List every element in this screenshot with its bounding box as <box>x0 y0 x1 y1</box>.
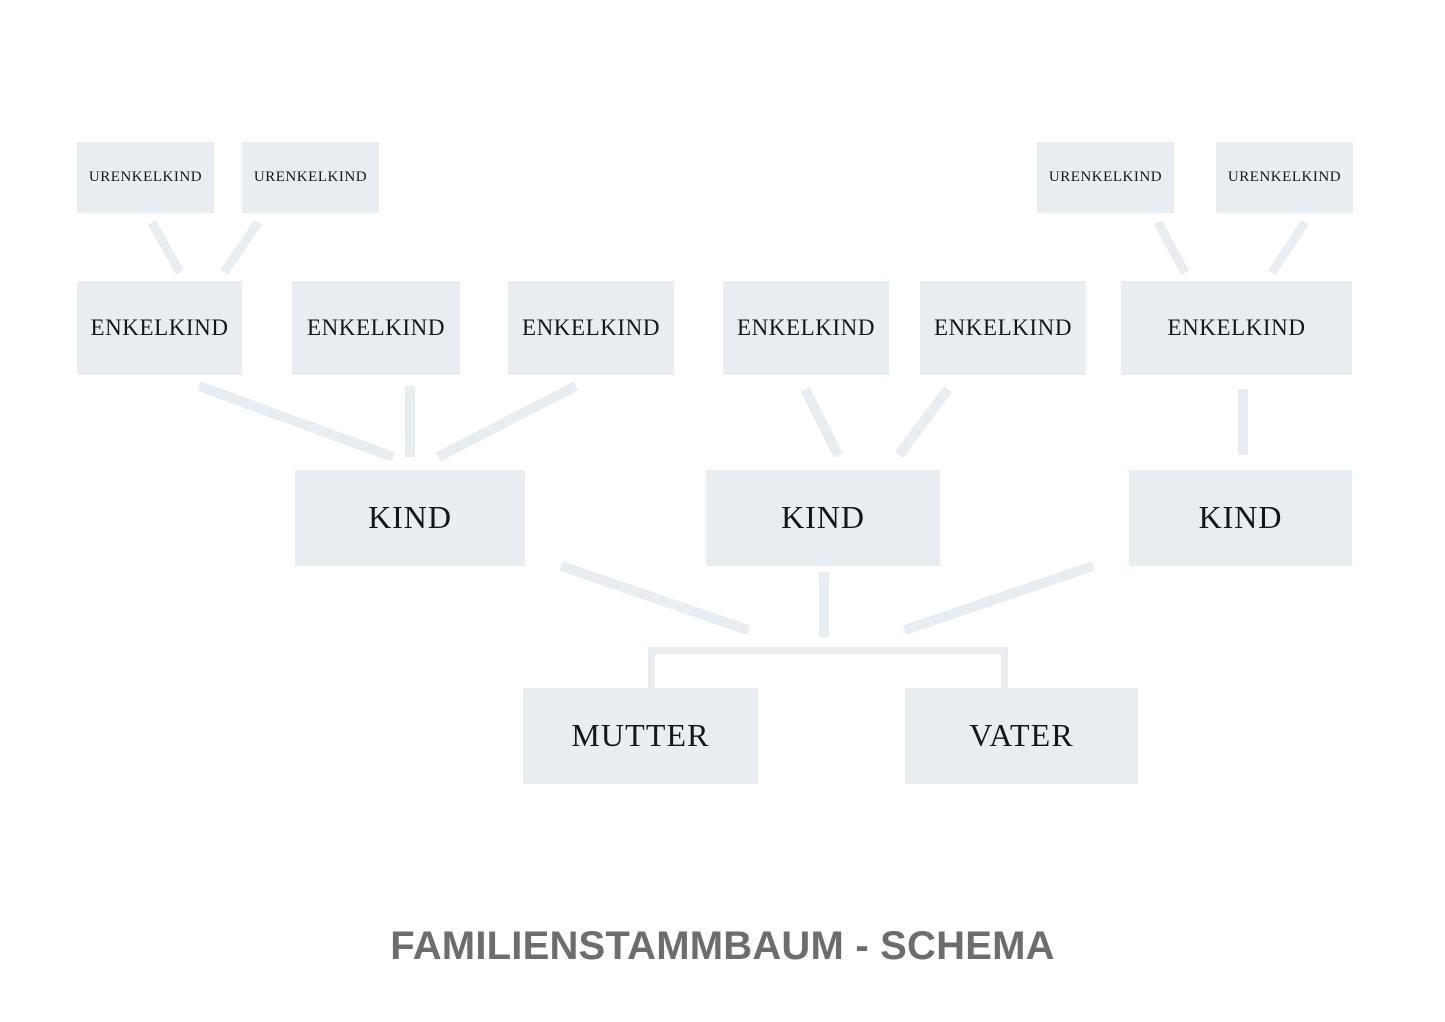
node-label: KIND <box>368 499 452 536</box>
node-enkelkind-5[interactable]: ENKELKIND <box>920 281 1086 375</box>
node-enkelkind-3[interactable]: ENKELKIND <box>508 281 674 375</box>
diagram-title: FAMILIENSTAMMBAUM - SCHEMA <box>390 924 1055 968</box>
node-label: MUTTER <box>571 717 710 754</box>
node-enkelkind-4[interactable]: ENKELKIND <box>723 281 889 375</box>
connector-line <box>435 381 579 462</box>
bracket-left-stem <box>648 647 655 688</box>
connector-line <box>894 386 953 458</box>
connector-line <box>559 561 750 635</box>
node-enkelkind-2[interactable]: ENKELKIND <box>292 281 460 375</box>
node-label: URENKELKIND <box>1048 169 1163 186</box>
connector-line <box>1268 219 1309 275</box>
node-kind-3[interactable]: KIND <box>1129 470 1352 566</box>
node-label: ENKELKIND <box>736 315 876 341</box>
node-label: ENKELKIND <box>521 315 661 341</box>
node-label: URENKELKIND <box>1227 169 1342 186</box>
node-label: KIND <box>781 499 865 536</box>
node-enkelkind-6[interactable]: ENKELKIND <box>1121 281 1352 375</box>
connector-line <box>405 386 415 457</box>
connector-line <box>819 572 829 637</box>
node-label: URENKELKIND <box>253 169 368 186</box>
node-label: ENKELKIND <box>933 315 1073 341</box>
node-label: URENKELKIND <box>88 169 203 186</box>
node-kind-2[interactable]: KIND <box>706 470 940 566</box>
node-kind-1[interactable]: KIND <box>295 470 525 566</box>
node-urenkelkind-3[interactable]: URENKELKIND <box>1037 142 1174 213</box>
connector-line <box>903 561 1095 635</box>
node-label: KIND <box>1198 499 1283 536</box>
node-enkelkind-1[interactable]: ENKELKIND <box>77 281 242 375</box>
connector-line <box>1154 219 1189 275</box>
node-label: ENKELKIND <box>306 315 446 341</box>
node-urenkelkind-2[interactable]: URENKELKIND <box>242 142 379 213</box>
node-urenkelkind-4[interactable]: URENKELKIND <box>1216 142 1353 213</box>
connector-line <box>800 386 843 458</box>
node-vater[interactable]: VATER <box>905 688 1138 784</box>
node-label: ENKELKIND <box>90 315 229 341</box>
node-mutter[interactable]: MUTTER <box>523 688 758 784</box>
connector-line <box>220 219 262 275</box>
node-label: ENKELKIND <box>1167 315 1306 341</box>
node-urenkelkind-1[interactable]: URENKELKIND <box>77 142 214 213</box>
connector-line <box>197 381 395 462</box>
bracket-horizontal-bar <box>648 647 1008 654</box>
bracket-right-stem <box>1001 647 1008 688</box>
connector-line <box>148 219 184 275</box>
node-label: VATER <box>969 717 1074 754</box>
connector-line <box>1238 389 1248 455</box>
